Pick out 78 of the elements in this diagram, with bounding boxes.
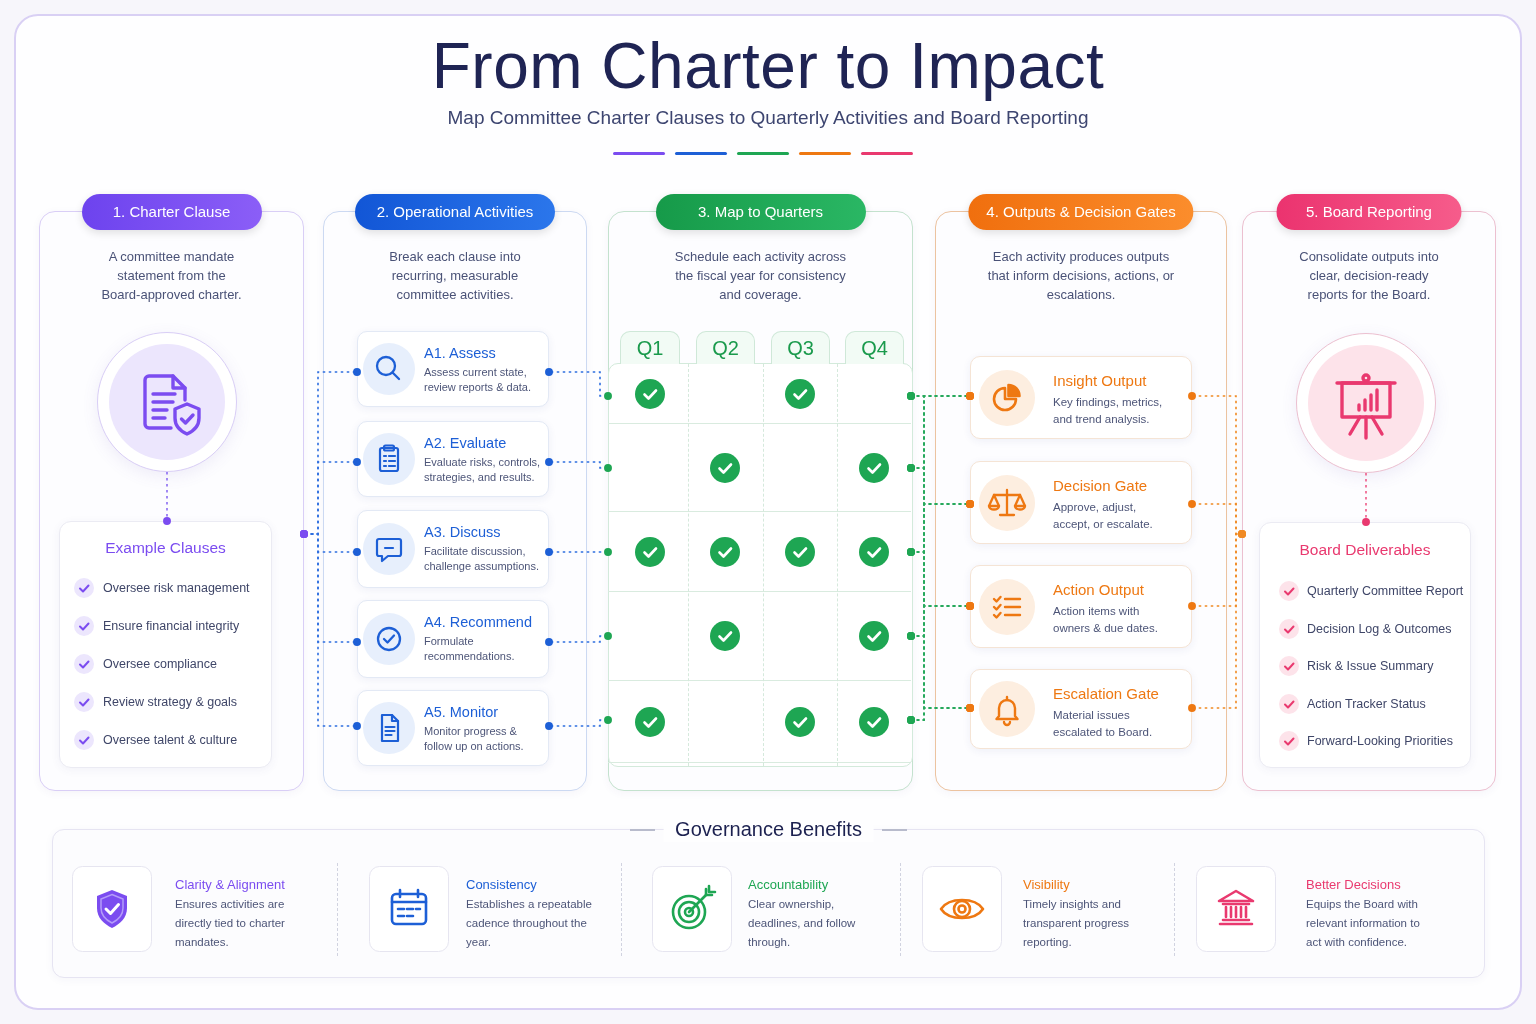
card-description: Assess current state, review reports & data. (424, 365, 532, 395)
list-item: Action Tracker Status (1307, 695, 1427, 713)
card-description: Approve, adjust, accept, or escalate. (1053, 500, 1154, 532)
card-title: Insight Output (1053, 371, 1147, 390)
step-description: Schedule each activity across the fiscal year for consistency and coverage. (673, 248, 848, 304)
benefit-description: Ensures activities are directly tied to charter mandates. (175, 897, 286, 950)
connector (163, 471, 171, 525)
quarter-tab: Q4 (845, 331, 904, 364)
connector (545, 368, 612, 400)
card-description: Action items with owners & due dates. (1053, 604, 1159, 636)
schedule-grid (608, 363, 913, 767)
benefit-description: Establishes a repeatable cadence throughout the year. (466, 897, 593, 950)
step-heading: 2. Operational Activities (355, 194, 555, 230)
connector (545, 632, 612, 646)
output-card (970, 356, 1192, 439)
benefit-description: Clear ownership, deadlines, and follow through. (748, 897, 857, 950)
subtitle: Map Committee Charter Clauses to Quarterly Activities and Board Reporting (447, 106, 1089, 130)
list-item: Risk & Issue Summary (1307, 658, 1435, 675)
connector (545, 716, 612, 730)
card-title: A3. Discuss (424, 523, 501, 542)
step-heading: 1. Charter Clause (81, 194, 262, 230)
connector (907, 704, 974, 724)
card-title: A2. Evaluate (424, 434, 507, 453)
output-card (970, 565, 1192, 648)
list-heading: Board Deliverables (1299, 540, 1431, 560)
benefit-title: Consistency (466, 876, 537, 893)
benefit-title: Accountability (748, 876, 829, 893)
list-item: Forward-Looking Priorities (1307, 733, 1454, 750)
step-description: Consolidate outputs into clear, decision-ready reports for the Board. (1298, 248, 1440, 304)
activity-card (357, 331, 549, 407)
benefit-title: Better Decisions (1306, 876, 1401, 893)
quarter-tab: Q3 (771, 331, 830, 364)
quarter-tab: Q2 (696, 331, 755, 364)
benefit-title: Visibility (1023, 876, 1070, 893)
benefit-description: Equips the Board with relevant information to act with confidence. (1306, 897, 1421, 950)
card-description: Evaluate risks, controls, strategies, and results. (424, 455, 542, 485)
deliverables-card (1259, 522, 1471, 768)
card-title: Action Output (1053, 580, 1144, 599)
activity-card (357, 600, 549, 678)
activity-card (357, 510, 549, 588)
list-item: Decision Log & Outcomes (1307, 620, 1453, 638)
list-heading: Example Clauses (105, 538, 226, 558)
card-description: Key findings, metrics, and trend analysis. (1053, 395, 1164, 427)
card-title: Decision Gate (1053, 476, 1148, 495)
card-title: A4. Recommend (424, 613, 532, 632)
list-item: Oversee risk management (103, 580, 251, 597)
connector (300, 530, 361, 730)
connector (545, 548, 612, 556)
diagram-title: From Charter to Impact (431, 29, 1105, 104)
connector (1362, 472, 1370, 526)
card-description: Facilitate discussion, challenge assumptions. (424, 544, 540, 574)
list-item: Oversee talent & culture (103, 732, 239, 749)
clause-list-card (59, 521, 272, 768)
activity-card (357, 421, 549, 497)
card-description: Formulate recommendations. (424, 634, 516, 664)
step-description: Break each clause into recurring, measurable committee activities. (388, 248, 522, 304)
list-item: Review strategy & goals (103, 694, 239, 711)
step-heading: 5. Board Reporting (1276, 194, 1462, 230)
benefit-description: Timely insights and transparent progress reporting. (1023, 897, 1131, 950)
step-description: Each activity produces outputs that inform decisions, actions, or escalations. (986, 248, 1176, 304)
card-description: Material issues escalated to Board. (1053, 708, 1154, 740)
card-title: Escalation Gate (1053, 684, 1159, 703)
step-heading: 4. Outputs & Decision Gates (968, 194, 1194, 230)
quarter-tab: Q1 (620, 331, 680, 364)
connector (1188, 530, 1246, 712)
step-description: A committee mandate statement from the Board-approved charter. (100, 248, 243, 304)
step-heading: 3. Map to Quarters (655, 194, 866, 230)
connector (545, 458, 612, 472)
list-item: Quarterly Committee Report (1307, 583, 1464, 600)
benefit-title: Clarity & Alignment (175, 876, 285, 893)
output-card (970, 461, 1192, 544)
card-description: Monitor progress & follow up on actions. (424, 724, 525, 754)
output-card (970, 669, 1192, 749)
card-title: A5. Monitor (424, 703, 499, 722)
activity-card (357, 690, 549, 766)
card-title: A1. Assess (424, 344, 496, 363)
list-item: Oversee compliance (103, 656, 218, 673)
list-item: Ensure financial integrity (103, 618, 241, 635)
